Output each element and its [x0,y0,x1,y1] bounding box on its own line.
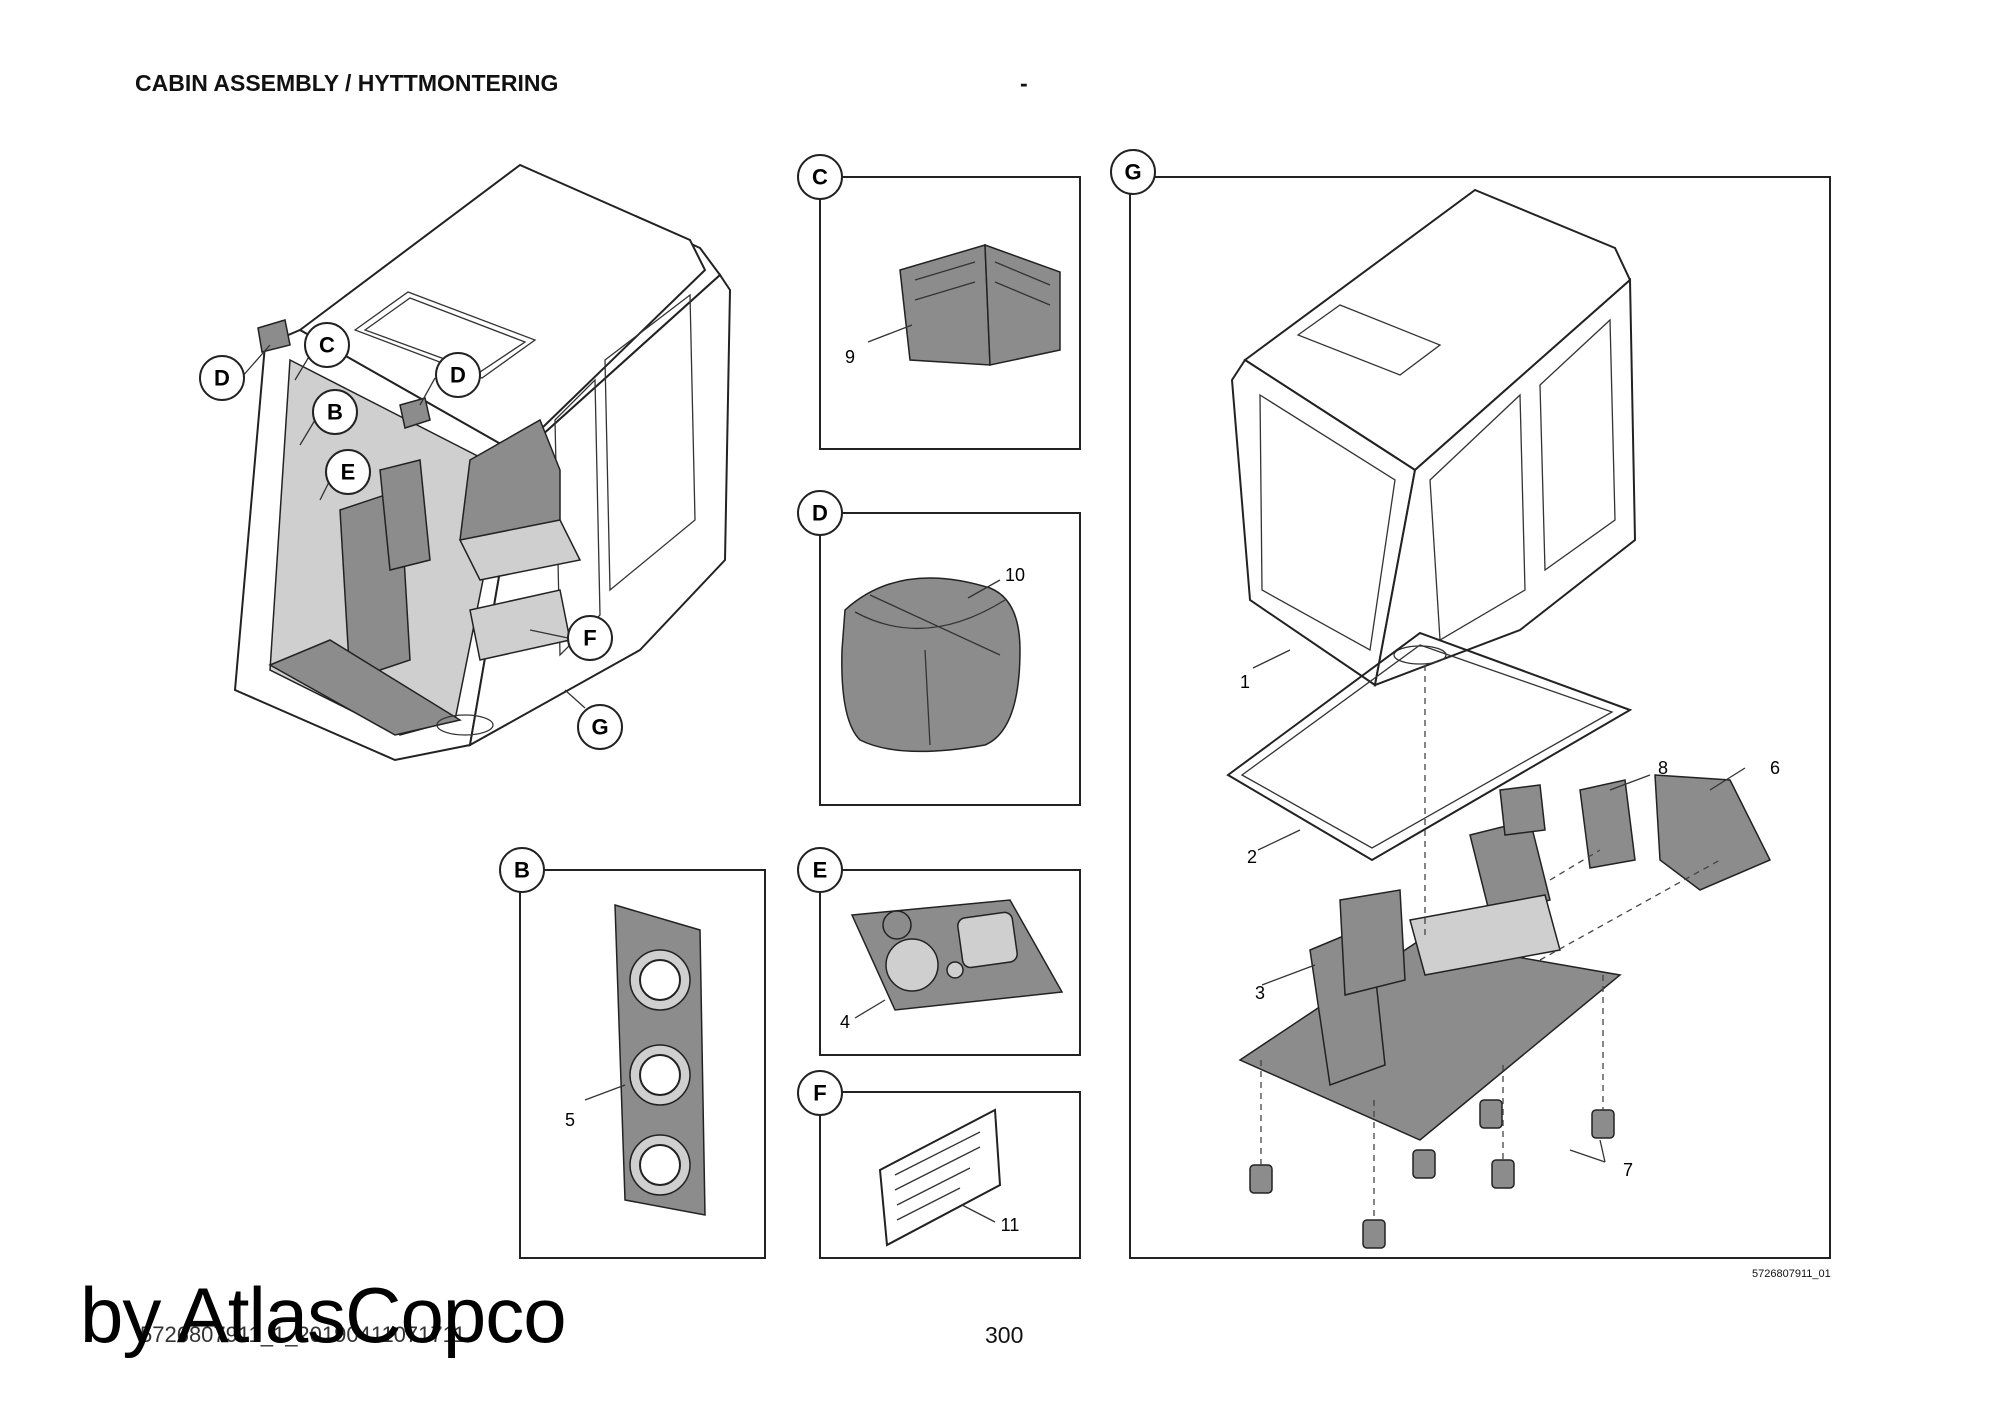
detail-box-f [819,1091,1081,1259]
watermark: by AtlasCopco [80,1271,567,1359]
svg-text:D: D [450,363,466,388]
part-number-2: 2 [1247,847,1257,867]
svg-text:B: B [514,858,530,883]
figure-number: 5726807911_01 [1752,1268,1831,1280]
callout-g-cabin: G [577,704,623,750]
callout-e-box: E [797,847,843,893]
page-title: CABIN ASSEMBLY / HYTTMONTERING [135,70,559,96]
detail-box-c [819,176,1081,450]
page-number: 300 [985,1322,1024,1348]
part-number-9: 9 [845,347,855,367]
part-number-10: 10 [1005,565,1025,585]
svg-text:F: F [583,626,596,651]
footer-document-id: 5726807911_1_20190411071711 [140,1322,466,1347]
callout-f-cabin: F [567,615,613,661]
header-dash: - [1020,70,1028,96]
svg-text:B: B [327,400,343,425]
part-number-3: 3 [1255,983,1265,1003]
svg-text:G: G [1124,160,1141,185]
callout-b-box: B [499,847,545,893]
callout-d-right: D [435,352,481,398]
callout-b-cabin: B [312,389,358,435]
svg-text:C: C [319,333,335,358]
detail-box-d [819,512,1081,806]
detail-box-b [519,869,766,1259]
part-number-8: 8 [1658,758,1668,778]
part-number-6: 6 [1770,758,1780,778]
part-number-1: 1 [1240,672,1250,692]
svg-text:G: G [591,715,608,740]
part-number-11: 11 [1001,1215,1020,1235]
svg-text:E: E [813,858,828,883]
callout-d-box: D [797,490,843,536]
detail-box-g [1129,176,1831,1259]
callout-c-box: C [797,154,843,200]
svg-text:D: D [812,501,828,526]
callout-e-cabin: E [325,449,371,495]
part-number-7: 7 [1623,1160,1633,1180]
callout-c-cabin: C [304,322,350,368]
callout-d-left: D [199,355,245,401]
cabin-overview [233,163,732,762]
svg-text:E: E [341,460,356,485]
detail-box-e [819,869,1081,1056]
svg-text:C: C [812,165,828,190]
part-number-5: 5 [565,1110,575,1130]
svg-text:D: D [214,366,230,391]
callout-g-box: G [1110,149,1156,195]
part-number-4: 4 [840,1012,850,1032]
svg-text:F: F [813,1081,826,1106]
callout-f-box: F [797,1070,843,1116]
